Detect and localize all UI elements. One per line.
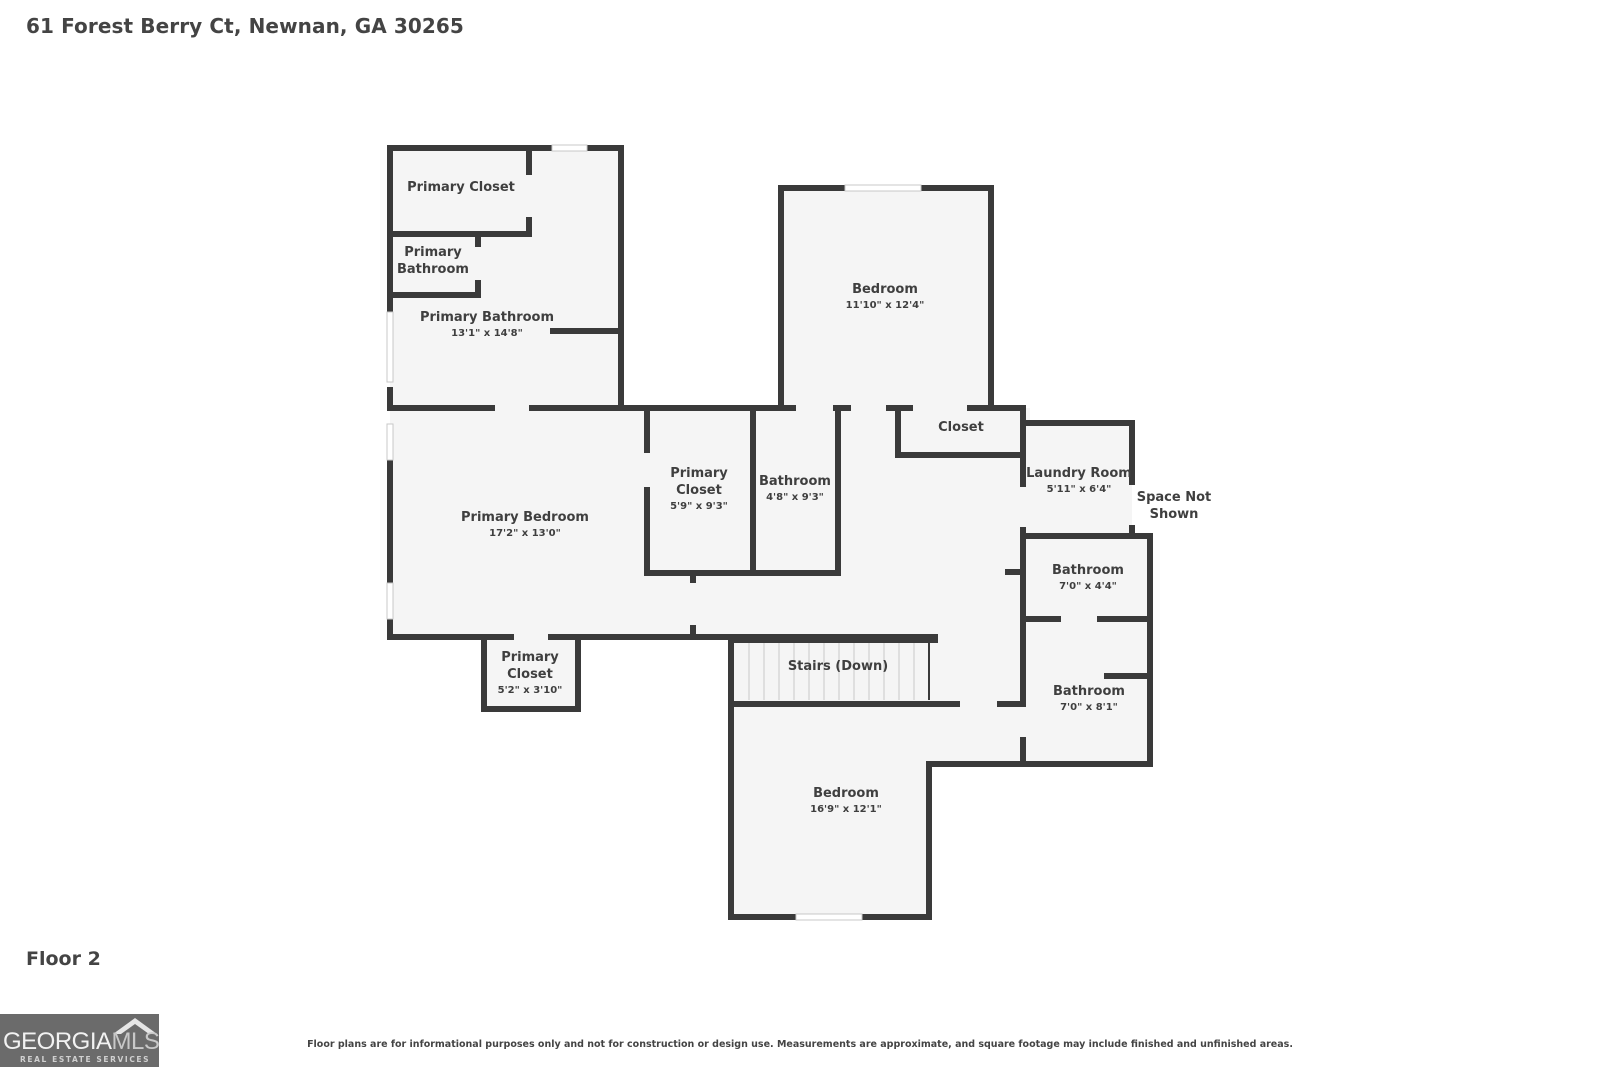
svg-text:Bathroom: Bathroom [397,262,469,277]
room-laundry: Laundry Room [1026,466,1132,481]
room-primary-bedroom: Primary Bedroom [461,510,589,525]
svg-text:5'2" x 3'10": 5'2" x 3'10" [498,685,563,696]
room-bedroom-lower: Bedroom [813,786,879,801]
svg-text:Closet: Closet [507,667,553,682]
georgia-mls-logo: GEORGIAMLS REAL ESTATE SERVICES [0,1014,159,1067]
svg-text:7'0" x 4'4": 7'0" x 4'4" [1059,581,1117,592]
room-fills [390,150,1149,915]
svg-text:Space Not: Space Not [1137,490,1212,505]
room-primary-bathroom: Primary Bathroom [420,310,554,325]
walls [387,145,1153,920]
svg-text:Shown: Shown [1150,507,1199,522]
disclaimer: Floor plans are for informational purpos… [307,1039,1293,1050]
logo-tagline: REAL ESTATE SERVICES [20,1055,151,1064]
svg-text:Primary: Primary [670,466,728,481]
floor-label: Floor 2 [26,948,101,970]
stairs-treads [748,640,915,700]
logo-brand-main: GEORGIA [3,1028,112,1055]
room-bathroom-lower: Bathroom [1053,684,1125,699]
room-closet: Closet [938,420,984,435]
room-primary-closet-upper: Primary Closet [407,180,515,195]
room-bathroom-hall: Bathroom [759,474,831,489]
room-bathroom-small: Bathroom [1052,563,1124,578]
svg-text:17'2" x 13'0": 17'2" x 13'0" [489,528,561,539]
svg-text:Primary: Primary [404,245,462,260]
windows [386,144,922,921]
roof-icon [113,1018,157,1034]
svg-text:5'9" x 9'3": 5'9" x 9'3" [670,501,728,512]
property-address: 61 Forest Berry Ct, Newnan, GA 30265 [26,14,464,38]
room-bedroom-upper: Bedroom [852,282,918,297]
svg-text:Closet: Closet [676,483,722,498]
svg-text:7'0" x 8'1": 7'0" x 8'1" [1060,702,1118,713]
room-labels: Primary Closet Primary Bathroom Primary … [397,180,1211,815]
logo-brand-accent: MLS [111,1028,159,1055]
svg-text:16'9" x 12'1": 16'9" x 12'1" [810,804,882,815]
svg-text:4'8" x 9'3": 4'8" x 9'3" [766,492,824,503]
svg-text:Primary: Primary [501,650,559,665]
svg-text:5'11" x 6'4": 5'11" x 6'4" [1047,484,1112,495]
svg-text:11'10" x 12'4": 11'10" x 12'4" [846,300,925,311]
room-stairs: Stairs (Down) [788,659,888,674]
svg-text:13'1" x 14'8": 13'1" x 14'8" [451,328,523,339]
